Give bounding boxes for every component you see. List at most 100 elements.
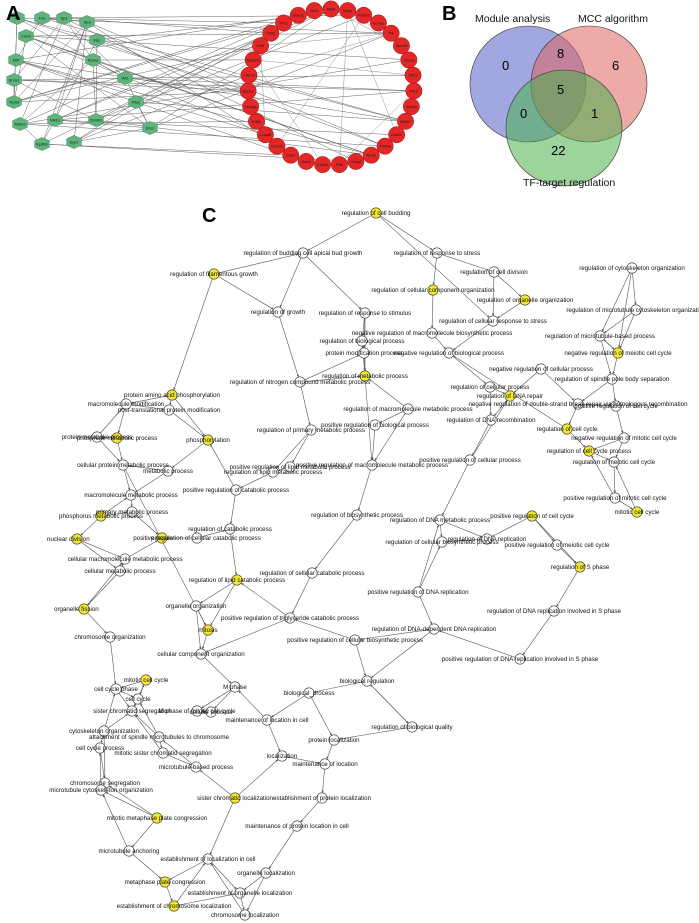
go-node bbox=[369, 419, 381, 431]
target-node: Tpx2 bbox=[262, 24, 280, 42]
network-a-edge bbox=[135, 8, 332, 103]
network-a-edge bbox=[252, 59, 323, 165]
network-a-edge bbox=[347, 10, 397, 135]
tf-node: Mitf bbox=[8, 53, 24, 67]
go-node bbox=[630, 304, 642, 316]
go-node bbox=[78, 603, 90, 615]
go-edge bbox=[159, 741, 163, 749]
tf-node: Nfkb1 bbox=[47, 113, 63, 127]
go-node-label: cellular metabolic process bbox=[84, 568, 155, 575]
go-node-label: M phase bbox=[223, 684, 247, 691]
network-a-edge bbox=[248, 33, 392, 76]
tf-node-label: Rbpj bbox=[132, 99, 140, 104]
go-node bbox=[272, 306, 284, 318]
go-edge bbox=[201, 529, 226, 537]
go-edge bbox=[339, 727, 408, 740]
go-node-label: negative regulation of double-strand bre… bbox=[468, 401, 688, 408]
go-edge bbox=[120, 690, 134, 697]
go-edge bbox=[166, 886, 173, 902]
go-edge bbox=[307, 215, 372, 251]
venn-count-module-only: 0 bbox=[502, 58, 509, 73]
go-edge bbox=[358, 469, 371, 511]
go-edge bbox=[87, 574, 117, 606]
go-node-label: regulation of DNA-dependent DNA replicat… bbox=[372, 626, 497, 633]
go-node-label: protein metabolic process bbox=[62, 434, 133, 441]
target-node-label: Prc1 bbox=[279, 20, 288, 25]
go-edge bbox=[210, 444, 234, 486]
tf-node-label: Wt1 bbox=[121, 75, 129, 80]
go-edge bbox=[103, 794, 128, 847]
target-node-label: Ube2c bbox=[292, 13, 304, 18]
go-edge bbox=[603, 339, 615, 350]
go-node bbox=[153, 731, 165, 743]
go-edge bbox=[619, 314, 635, 349]
go-node bbox=[574, 561, 586, 573]
tf-node: Fos bbox=[34, 11, 50, 25]
tf-node-label: Mitf bbox=[13, 57, 20, 62]
go-node-label: mitosis bbox=[198, 627, 217, 634]
network-a-edge bbox=[86, 21, 291, 156]
go-node bbox=[485, 414, 497, 426]
go-node bbox=[426, 327, 438, 339]
venn-count-module-tf: 0 bbox=[520, 106, 527, 121]
go-edge bbox=[300, 801, 319, 823]
go-node-label: negative regulation of macromolecule bio… bbox=[352, 330, 513, 337]
go-edge bbox=[435, 336, 446, 350]
target-node: Cenpf bbox=[347, 152, 365, 170]
go-edge bbox=[419, 524, 439, 588]
go-edge bbox=[167, 754, 192, 766]
go-node-label: establishment of protein localization bbox=[273, 795, 372, 802]
network-a-edge bbox=[13, 21, 88, 103]
go-edge bbox=[292, 434, 309, 463]
go-node-label: protein amino acid phosphorylation bbox=[124, 392, 221, 399]
go-node bbox=[412, 586, 424, 598]
venn-count-tf-only: 22 bbox=[551, 143, 565, 158]
target-node: Melk bbox=[322, 0, 340, 18]
go-node-label: cellular macromolecule metabolic process bbox=[68, 556, 183, 563]
target-node-label: Kif2c bbox=[252, 119, 261, 124]
go-edge bbox=[570, 432, 586, 448]
go-node bbox=[402, 403, 414, 415]
go-node bbox=[464, 454, 476, 466]
go-node bbox=[359, 307, 371, 319]
target-node-label: Cdk1 bbox=[286, 153, 296, 158]
go-edge bbox=[441, 254, 490, 271]
go-edge bbox=[380, 215, 433, 251]
target-node-label: Cdkn3 bbox=[243, 73, 255, 78]
network-a-edge bbox=[15, 59, 372, 156]
tf-node-label: Ets1 bbox=[146, 125, 155, 130]
tf-node-label: Jun bbox=[14, 15, 20, 20]
go-node bbox=[120, 398, 132, 410]
go-edge bbox=[494, 388, 506, 395]
go-edge bbox=[172, 442, 205, 468]
venn-count-all: 5 bbox=[557, 82, 564, 97]
go-node bbox=[481, 533, 493, 545]
go-node bbox=[191, 532, 203, 544]
network-a-edge bbox=[63, 17, 271, 34]
go-node-label: negative regulation of biological proces… bbox=[394, 350, 504, 357]
network-a-edge bbox=[73, 33, 271, 143]
network-a-edge bbox=[95, 119, 372, 156]
go-node bbox=[208, 268, 220, 280]
target-node-label: Rrm2 bbox=[366, 153, 377, 158]
go-node-label: regulation of meiotic cell cycle bbox=[573, 459, 656, 466]
go-node-label: positive regulation of cellular process bbox=[419, 457, 520, 464]
go-edge bbox=[602, 272, 631, 332]
go-node-label: regulation of DNA recombination bbox=[446, 417, 536, 424]
network-a-edge bbox=[19, 59, 409, 125]
panel-a-label: A bbox=[6, 3, 20, 25]
go-edge bbox=[214, 690, 232, 709]
network-a-edge bbox=[54, 119, 151, 129]
target-node: Kif20a bbox=[376, 137, 394, 155]
tf-node-label: Ep300 bbox=[36, 141, 48, 146]
go-node-label: regulation of spindle pole body separati… bbox=[555, 376, 670, 383]
go-node-label: regulation of microtubule-based process bbox=[545, 333, 655, 340]
go-edge bbox=[360, 629, 430, 641]
tf-node: Mdm2 bbox=[12, 117, 28, 131]
go-edge bbox=[230, 533, 238, 575]
tf-node: Ctnnb1 bbox=[88, 113, 104, 127]
go-edge bbox=[210, 584, 235, 626]
target-node-label: Aurka bbox=[406, 104, 417, 109]
go-node bbox=[104, 631, 116, 643]
go-edge bbox=[104, 497, 127, 514]
